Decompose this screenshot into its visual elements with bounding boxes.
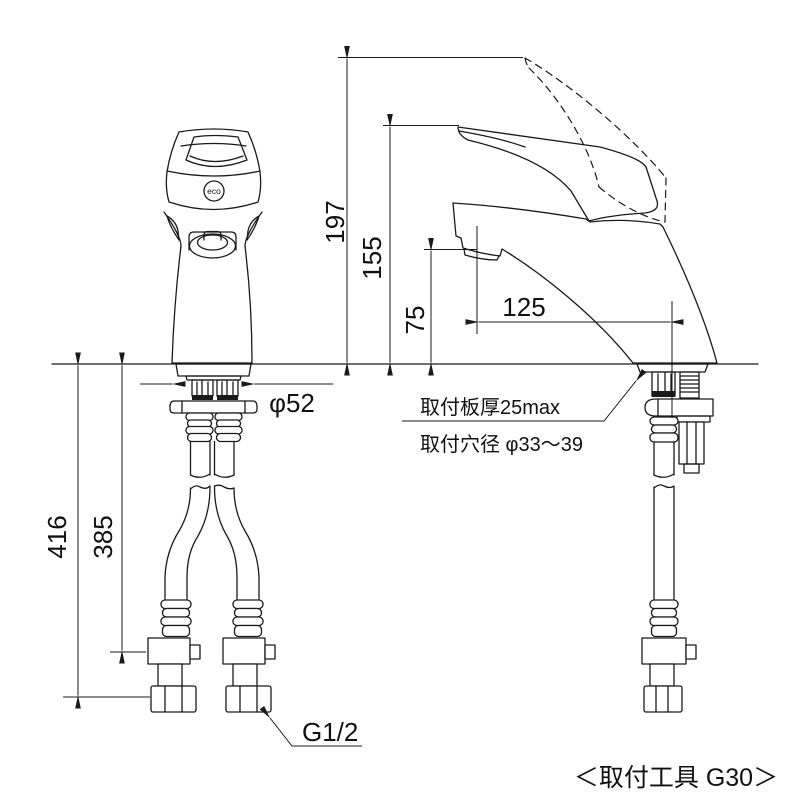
dim-supply-length-total: 416 [42, 515, 72, 558]
hose-connector-block [147, 637, 191, 665]
front-base-plate [175, 363, 252, 377]
front-under-counter [169, 363, 258, 414]
dimension-lines: 197 155 75 125 φ52 416 385 [42, 45, 684, 709]
front-supply-hoses [147, 412, 276, 713]
dim-total-height: 197 [320, 200, 350, 243]
eco-badge-label: eco [207, 186, 221, 196]
annotations: 取付板厚25max 取付穴径 φ33～39 G1/2 ＜取付工具 G30＞ [259, 368, 778, 792]
side-view [452, 57, 718, 713]
hose-nut [150, 685, 197, 713]
side-supply-hose [641, 416, 697, 713]
spout-outlet-front [188, 233, 237, 259]
dim-handle-tip-height: 155 [357, 236, 387, 279]
side-handle-lever [457, 126, 659, 222]
note-mount-hole: 取付穴径 φ33～39 [420, 433, 583, 456]
footer-tool-note: ＜取付工具 G30＞ [574, 764, 778, 792]
dim-spout-height: 75 [400, 306, 430, 335]
side-body [452, 202, 718, 364]
note-mount-thickness: 取付板厚25max [420, 396, 560, 419]
note-connection-thread: G1/2 [302, 717, 358, 747]
mounting-flange [169, 400, 258, 414]
dim-spout-reach: 125 [502, 292, 545, 322]
hose-nut [643, 685, 683, 713]
eco-badge: eco [203, 180, 225, 202]
hose-nut [225, 685, 272, 713]
hose-connector-block [222, 637, 266, 665]
front-body [163, 211, 263, 364]
dim-supply-length-nut: 385 [88, 515, 118, 558]
side-under-counter [636, 363, 714, 474]
threaded-stud [679, 371, 700, 399]
side-handle-raised-dashed [524, 57, 667, 223]
front-view: eco [147, 128, 276, 713]
clamp-bracket [644, 398, 714, 417]
hose-connector-block [641, 637, 687, 665]
mounting-nut-g30 [678, 421, 705, 465]
dim-base-diameter: φ52 [269, 388, 315, 418]
front-handle [165, 128, 262, 211]
